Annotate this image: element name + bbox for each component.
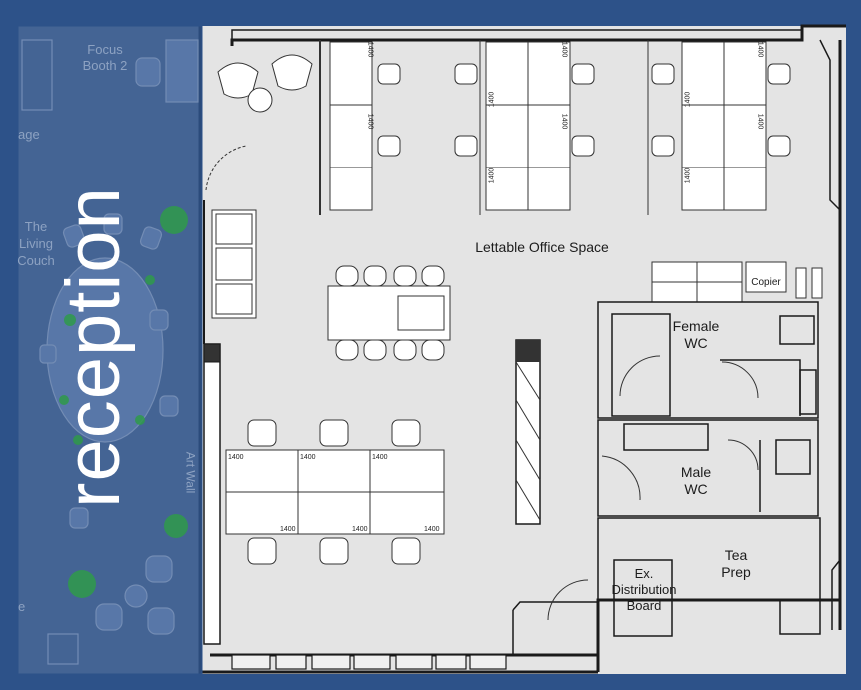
distribution-board-label: Ex. Distribution Board bbox=[611, 566, 677, 613]
desk-dimension-label: 1400 bbox=[424, 526, 440, 533]
desk-dimension-label: 1400 bbox=[228, 454, 244, 461]
male-wc-walls bbox=[597, 419, 819, 517]
plants bbox=[59, 206, 188, 598]
bottom-desks bbox=[225, 419, 445, 565]
partial-label: e bbox=[18, 599, 26, 614]
desk-dimension-label: 1400 bbox=[352, 526, 368, 533]
reception-furniture bbox=[21, 39, 199, 665]
focus-booth-label: Focus Booth 2 bbox=[82, 42, 128, 73]
female-wc-label: Female WC bbox=[672, 318, 720, 351]
desk-dimension-label: 1400 bbox=[756, 113, 764, 130]
bottom-windows bbox=[231, 654, 507, 670]
copier-area bbox=[651, 261, 823, 303]
lettable-office-label: Lettable Office Space bbox=[475, 239, 609, 255]
top-desks bbox=[319, 40, 767, 215]
female-wc-walls bbox=[597, 301, 819, 419]
sofa bbox=[211, 209, 257, 319]
lounge-chairs bbox=[217, 54, 313, 113]
desk-dimension-label: 1400 bbox=[684, 167, 692, 184]
desk-dimension-label: 1400 bbox=[372, 454, 388, 461]
male-wc-label: Male WC bbox=[680, 464, 712, 497]
desk-dimension-label: 1400 bbox=[560, 41, 568, 58]
copier-label: Copier bbox=[751, 277, 781, 288]
desk-dimension-label: 1400 bbox=[280, 526, 296, 533]
tea-prep-label: Tea Prep bbox=[721, 547, 751, 580]
meeting-table bbox=[327, 265, 451, 361]
desk-dimension-label: 1400 bbox=[366, 113, 374, 130]
desk-dimension-label: 1400 bbox=[488, 91, 496, 108]
desk-dimension-label: 1400 bbox=[300, 454, 316, 461]
desk-dimension-label: 1400 bbox=[488, 167, 496, 184]
desk-dimension-label: 1400 bbox=[560, 113, 568, 130]
living-couch-label: The Living Couch bbox=[17, 219, 55, 268]
desk-dimension-label: 1400 bbox=[684, 91, 692, 108]
art-wall-label: Art Wall bbox=[183, 451, 198, 494]
tea-prep-walls bbox=[597, 517, 821, 637]
desk-dimension-label: 1400 bbox=[366, 41, 374, 58]
storage-label: age bbox=[18, 127, 40, 142]
desk-dimension-label: 1400 bbox=[756, 41, 764, 58]
top-chairs bbox=[377, 63, 791, 157]
